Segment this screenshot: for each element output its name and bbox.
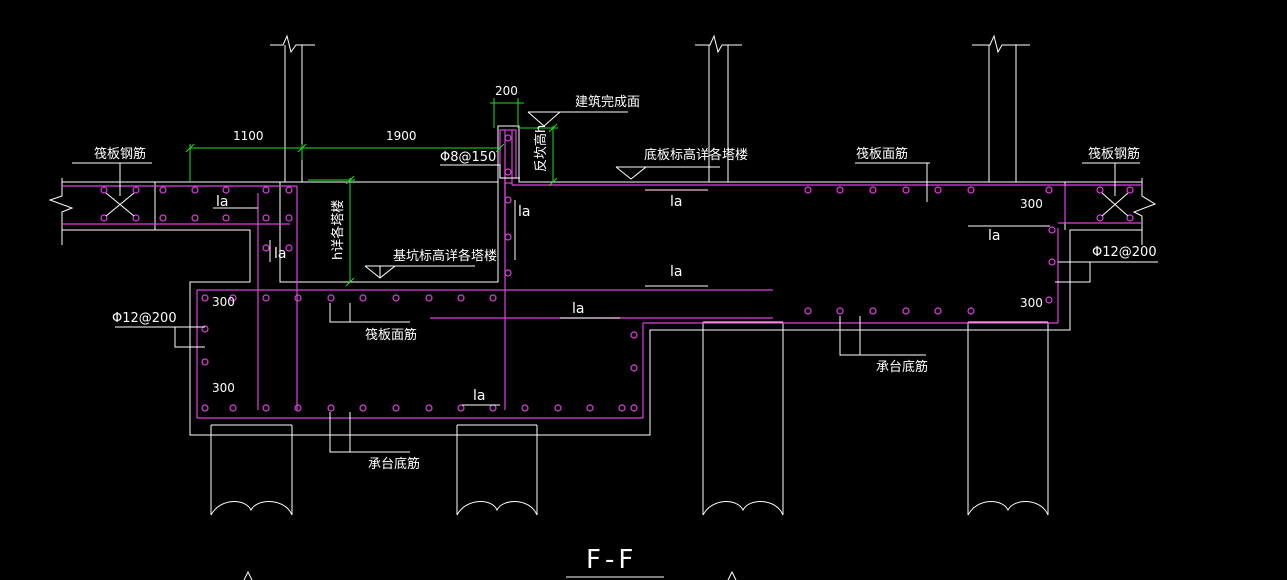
bottom-marker-left bbox=[243, 570, 253, 580]
anchorage-label: la bbox=[670, 194, 682, 210]
slab-elevation-label: 底板标高详各塔楼 bbox=[644, 147, 748, 163]
stirrup-label: Φ8@150 bbox=[440, 150, 496, 165]
finished-floor-label: 建筑完成面 bbox=[575, 94, 640, 110]
pit-depth-label: h详各塔楼 bbox=[330, 200, 346, 260]
flip-height-label: 反坎高h bbox=[533, 125, 549, 172]
dimension-lines bbox=[185, 98, 558, 287]
pile-3 bbox=[702, 321, 784, 516]
pile-1 bbox=[210, 424, 293, 516]
anchorage-label: la bbox=[572, 301, 584, 317]
anchorage-label: la bbox=[216, 194, 228, 210]
cap-bottom-bar-label-right: 承台底筋 bbox=[876, 359, 928, 375]
dimension-1900: 1900 bbox=[386, 129, 417, 143]
raft-rebar-cross-right bbox=[1101, 192, 1129, 217]
dimension-300-right-top: 300 bbox=[1020, 197, 1043, 211]
bottom-marker-right bbox=[727, 570, 737, 580]
pile-2 bbox=[456, 424, 538, 516]
side-bar-label-left: Φ12@200 bbox=[112, 311, 177, 326]
section-title: F-F bbox=[586, 545, 637, 575]
pit-elevation-label: 基坑标高详各塔楼 bbox=[393, 248, 497, 264]
anchorage-label: la bbox=[518, 204, 530, 220]
anchorage-label: la bbox=[988, 228, 1000, 244]
dimension-300-left-bottom: 300 bbox=[212, 381, 235, 395]
anchorage-label: la bbox=[274, 246, 286, 262]
rebar-dots bbox=[100, 134, 1134, 412]
raft-top-bar-label-right: 筏板面筋 bbox=[856, 146, 908, 162]
raft-rebar-label-left: 筏板钢筋 bbox=[94, 146, 146, 162]
leader-lines bbox=[72, 111, 1158, 453]
dimension-200: 200 bbox=[495, 84, 518, 98]
rebar-lines bbox=[62, 129, 1142, 419]
dimension-300-right-bottom: 300 bbox=[1020, 296, 1043, 310]
dimension-300-left-top: 300 bbox=[212, 295, 235, 309]
dimension-1100: 1100 bbox=[233, 129, 264, 143]
pile-4 bbox=[967, 321, 1049, 516]
raft-rebar-cross-left bbox=[105, 192, 135, 217]
side-bar-label-right: Φ12@200 bbox=[1092, 245, 1157, 260]
anchorage-label: la bbox=[473, 388, 485, 404]
raft-top-bar-label-left: 筏板面筋 bbox=[365, 327, 417, 343]
anchorage-label: la bbox=[670, 264, 682, 280]
cap-bottom-bar-label-left: 承台底筋 bbox=[368, 456, 420, 472]
raft-rebar-label-right: 筏板钢筋 bbox=[1088, 146, 1140, 162]
